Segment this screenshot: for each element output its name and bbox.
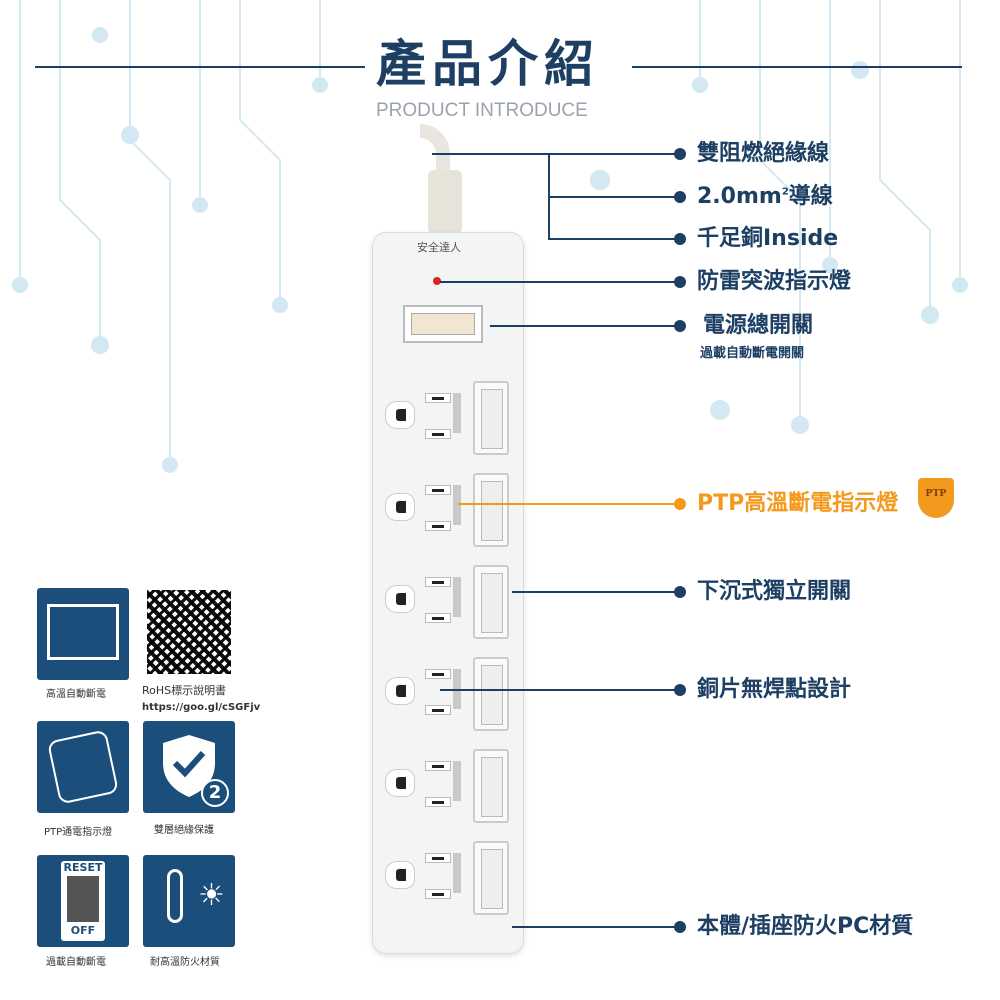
qr-code[interactable] [147,590,231,674]
callout-recessed-switch: 下沉式獨立開關 [697,579,852,604]
ptp-badge-icon: PTP [918,478,954,518]
callout-copper: 千足銅Inside [697,226,839,251]
surge-indicator-light [433,277,441,285]
outlet-module [373,833,523,923]
outlet-module [373,373,523,463]
cord-strain-relief [428,170,462,234]
callout-master-switch: 電源總開關 [703,313,814,338]
ptp-indicator-icon [37,721,129,813]
outlet-switch[interactable] [473,749,509,823]
title-rule-right [632,66,962,68]
thermometer-icon: ☀ [143,855,235,947]
outlet-switch[interactable] [473,381,509,455]
outlet-switch[interactable] [473,473,509,547]
callout-wire-gauge: 2.0mm2導線 [697,184,833,209]
master-switch[interactable] [403,305,483,343]
outlet-switch[interactable] [473,565,509,639]
outlet-module [373,465,523,555]
callout-copper-plate: 銅片無焊點設計 [697,677,852,702]
callout-surge-indicator: 防雷突波指示燈 [697,269,852,294]
callout-ptp-indicator: PTP高溫斷電指示燈 [697,491,899,516]
feature-caption: PTP通電指示燈 [44,827,113,838]
outlet-module [373,649,523,739]
feature-caption: 雙層絕緣保護 [154,825,214,836]
outlet-module [373,557,523,647]
double-insulation-badge: 2 [201,779,229,807]
brand-logo: 安全達人 [417,241,461,254]
feature-caption: RoHS標示說明書 [142,684,227,697]
title-rule-left [35,66,365,68]
feature-caption: 耐高溫防火材質 [150,957,220,968]
shield-check-icon: 2 [143,721,235,813]
feature-caption: 過載自動斷電 [46,957,106,968]
outlet-switch[interactable] [473,841,509,915]
feature-caption: 高溫自動斷電 [46,689,106,700]
page-title: 產品介紹 [376,35,600,93]
shield-shape-icon [163,735,215,797]
outlet-switch[interactable] [473,657,509,731]
rohs-url-link[interactable]: https://goo.gl/cSGFjv [142,702,261,713]
callout-pc-material: 本體/插座防火PC材質 [697,914,914,939]
thermal-cutoff-icon [37,588,129,680]
callout-master-switch-sub: 過載自動斷電開關 [700,346,805,361]
power-strip: 安全達人 [372,232,524,954]
outlet-module [373,741,523,831]
callout-fire-retardant-cord: 雙阻燃絕緣線 [697,141,830,166]
page-subtitle: PRODUCT INTRODUCE [376,100,588,121]
